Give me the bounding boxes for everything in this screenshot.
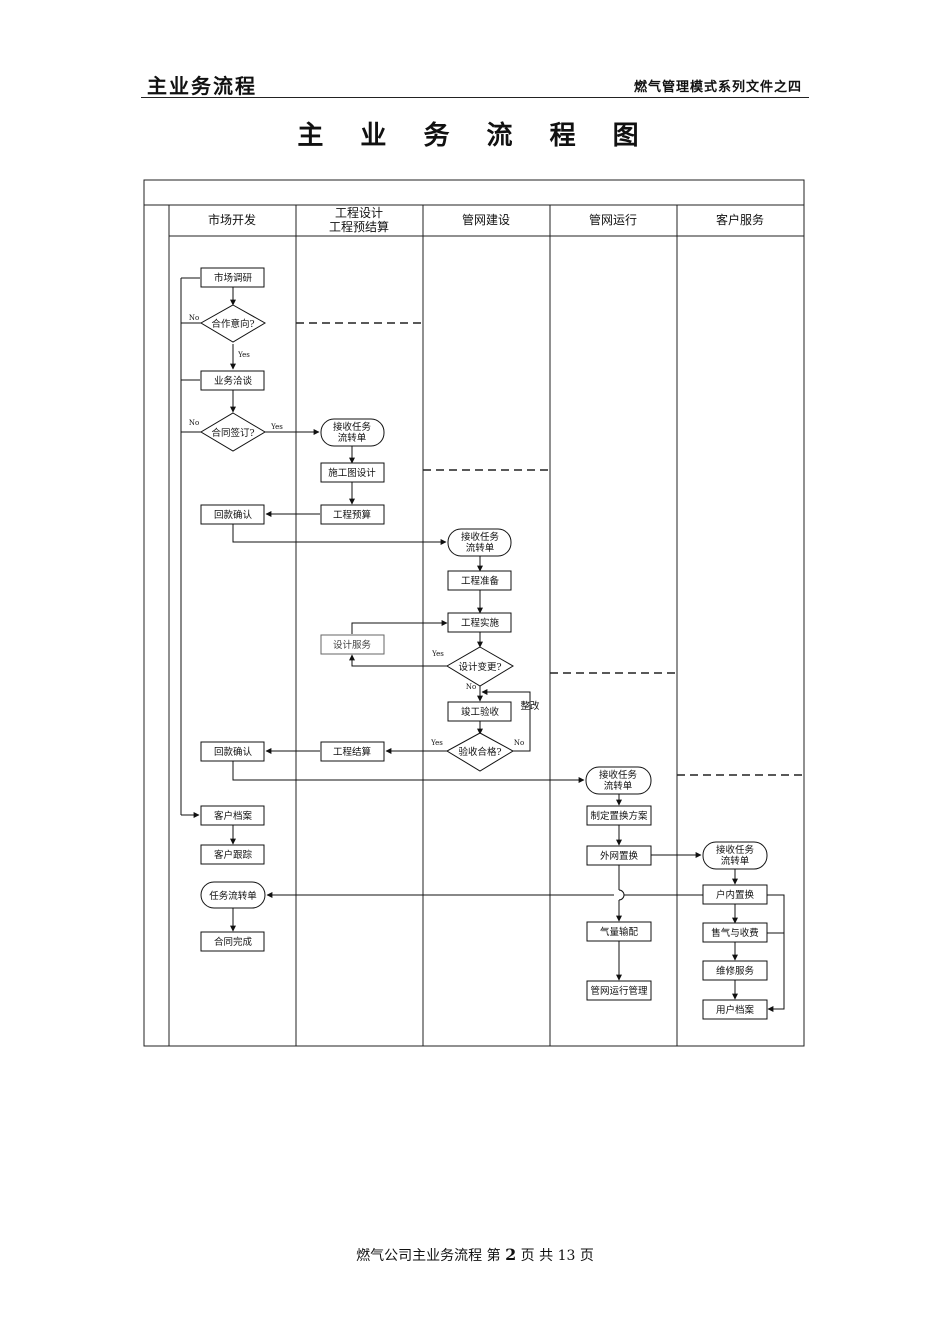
edge-label-yes-4: Yes	[430, 739, 443, 747]
node-contract-signed-decision	[200, 412, 266, 452]
node-accept-ok-decision	[445, 732, 515, 772]
lane-header-ops: 管网运行	[589, 212, 637, 227]
node-eng-prep	[447, 570, 512, 591]
edge-label-no-2: No	[189, 419, 199, 427]
connectors	[180, 277, 785, 1012]
label-market-research: 市场调研	[214, 272, 253, 284]
node-task-form	[200, 881, 266, 909]
header-rule	[141, 97, 809, 98]
node-recv-task-build	[447, 528, 512, 557]
edge-label-yes-2: Yes	[270, 423, 283, 431]
node-negotiation	[200, 370, 265, 391]
node-market-research	[200, 267, 265, 288]
label-external-replace: 外网置换	[600, 850, 639, 862]
edge-label-yes-3: Yes	[431, 650, 444, 658]
footer-suffix: 页	[579, 1248, 594, 1264]
node-construction-drawing	[320, 462, 385, 483]
label-rectify: 整改	[520, 700, 540, 712]
label-recv-task-ops-1: 接收任务	[599, 769, 638, 781]
label-accept-ok: 验收合格?	[458, 746, 501, 758]
node-coop-intent-decision	[200, 304, 266, 343]
label-recv-task-svc-1: 接收任务	[716, 844, 755, 856]
label-pipe-ops-mgmt: 管网运行管理	[590, 985, 648, 997]
label-design-service: 设计服务	[333, 639, 372, 651]
node-replace-plan	[586, 805, 652, 826]
footer-total-pages: 13	[557, 1248, 576, 1264]
lane-header-service: 客户服务	[716, 212, 764, 227]
label-recv-task-build-2: 流转单	[466, 542, 495, 554]
node-indoor-replace	[702, 884, 768, 905]
node-gas-dispatch	[586, 921, 652, 942]
label-recv-task-build-1: 接收任务	[461, 531, 500, 543]
label-replace-plan: 制定置换方案	[590, 810, 648, 822]
node-payment-confirm-2	[200, 741, 265, 762]
edge-label-no-4: No	[514, 739, 524, 747]
label-settlement: 工程结算	[333, 746, 371, 758]
footer-prefix: 燃气公司主业务流程 第	[356, 1248, 501, 1264]
node-customer-track	[200, 844, 265, 865]
node-pipe-ops-mgmt	[586, 980, 652, 1001]
footer-page-number: 2	[505, 1245, 517, 1264]
node-budget	[320, 504, 385, 525]
label-customer-file: 客户档案	[214, 810, 253, 822]
node-gas-sale	[702, 922, 768, 943]
label-recv-task-design-1: 接收任务	[333, 421, 372, 433]
swimlane-frame	[143, 179, 805, 1047]
label-negotiation: 业务洽谈	[214, 375, 253, 387]
node-eng-impl	[447, 612, 512, 633]
label-customer-track: 客户跟踪	[214, 849, 253, 861]
lane-header-design-line1: 工程设计	[335, 205, 383, 220]
node-recv-task-ops	[585, 766, 652, 795]
lane-header-market: 市场开发	[208, 212, 256, 227]
footer-middle: 页 共	[520, 1248, 554, 1264]
label-contract-signed: 合同签订?	[211, 427, 254, 439]
document-title: 主 业 务 流 程 图	[297, 121, 653, 151]
node-maintenance	[702, 960, 768, 981]
node-completion-accept	[447, 701, 512, 722]
node-payment-confirm-1	[200, 504, 265, 525]
label-recv-task-design-2: 流转单	[338, 432, 367, 444]
node-recv-task-design	[320, 418, 385, 447]
label-indoor-replace: 户内置换	[716, 889, 755, 901]
label-recv-task-svc-2: 流转单	[721, 855, 750, 867]
node-external-replace	[586, 845, 652, 866]
label-maintenance: 维修服务	[716, 965, 755, 977]
label-eng-prep: 工程准备	[461, 575, 500, 587]
node-user-file	[702, 999, 768, 1020]
node-design-service	[320, 634, 385, 655]
page-footer: 燃气公司主业务流程 第 2 页 共 13 页	[0, 1245, 950, 1265]
label-coop-intent: 合作意向?	[211, 318, 254, 330]
header-left-title: 主业务流程	[147, 74, 257, 98]
label-gas-dispatch: 气量输配	[600, 926, 639, 938]
label-contract-done: 合同完成	[214, 936, 253, 948]
lane-header-build: 管网建设	[462, 212, 510, 227]
node-contract-done	[200, 931, 265, 952]
header-right-title: 燃气管理模式系列文件之四	[633, 80, 802, 95]
phase-dividers	[296, 322, 804, 776]
lane-header-design-line2: 工程预结算	[329, 219, 389, 234]
label-budget: 工程预算	[333, 509, 371, 521]
label-task-form: 任务流转单	[209, 890, 257, 902]
edge-label-no-3: No	[466, 683, 476, 691]
edge-label-yes-1: Yes	[237, 351, 250, 359]
label-gas-sale: 售气与收费	[711, 927, 759, 939]
label-payment-confirm-2: 回款确认	[214, 746, 253, 758]
label-design-change: 设计变更?	[458, 661, 501, 673]
label-completion-accept: 竣工验收	[461, 706, 500, 718]
node-settlement	[320, 741, 385, 762]
label-eng-impl: 工程实施	[461, 617, 500, 629]
label-user-file: 用户档案	[716, 1004, 755, 1016]
node-design-change-decision	[446, 646, 514, 687]
label-construction-drawing: 施工图设计	[328, 467, 376, 479]
label-payment-confirm-1: 回款确认	[214, 509, 253, 521]
edge-label-no-1: No	[189, 314, 199, 322]
node-customer-file	[200, 805, 265, 826]
label-recv-task-ops-2: 流转单	[604, 780, 633, 792]
node-recv-task-service	[702, 841, 768, 870]
